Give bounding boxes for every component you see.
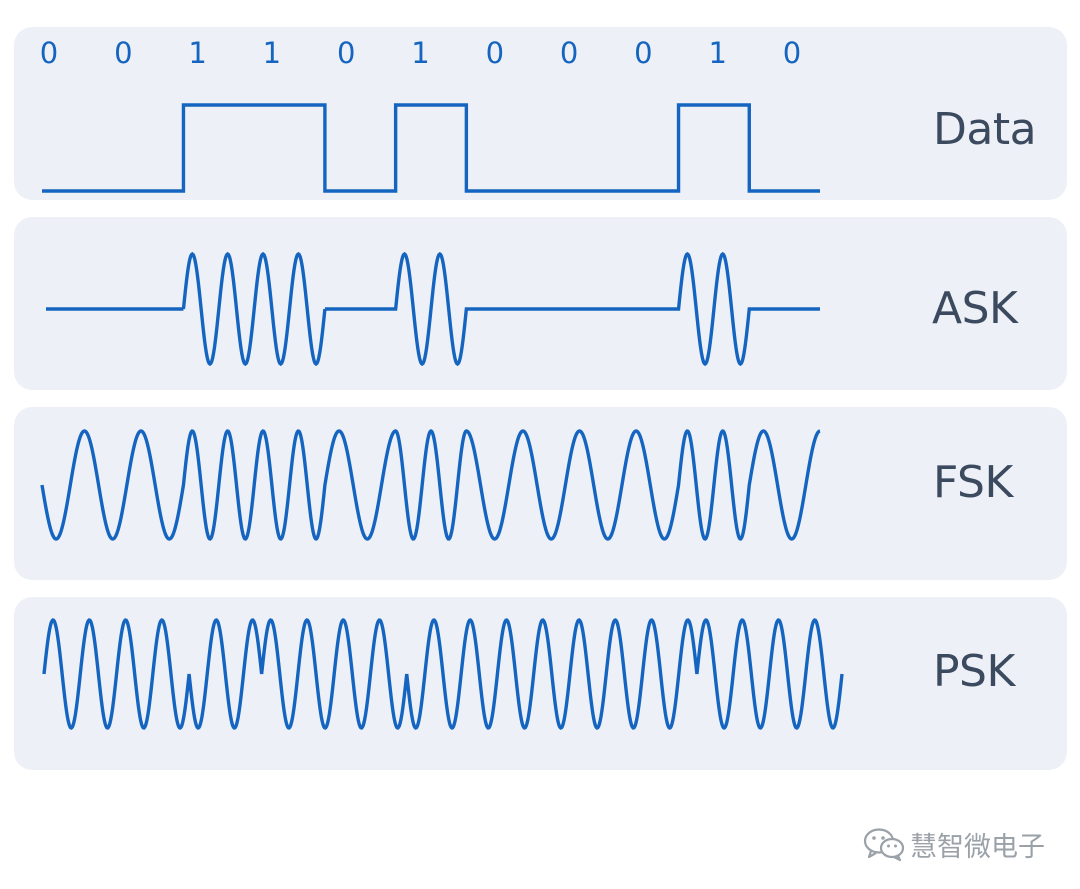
data-waveform — [42, 103, 820, 193]
fsk-label: FSK — [933, 457, 1013, 508]
psk-waveform — [42, 618, 844, 730]
bit-label: 0 — [559, 36, 579, 70]
watermark-text: 慧智微电子 — [910, 831, 1045, 863]
ask-waveform — [46, 251, 820, 367]
bit-label: 0 — [782, 36, 802, 70]
psk-label: PSK — [933, 646, 1015, 697]
fsk-waveform — [40, 428, 821, 541]
bit-label: 0 — [114, 36, 133, 70]
bit-label: 0 — [634, 36, 653, 70]
data-row-panel — [14, 27, 1067, 200]
bit-label: 0 — [39, 36, 59, 70]
bit-label: 1 — [411, 36, 430, 70]
bit-label: 0 — [485, 36, 505, 70]
ask-row-panel — [14, 217, 1067, 390]
wechat-icon — [863, 828, 905, 862]
bit-label: 0 — [336, 36, 356, 70]
bit-label: 1 — [708, 36, 727, 70]
watermark: 慧智微电子 — [862, 824, 1045, 864]
ask-label: ASK — [932, 283, 1018, 334]
data-label: Data — [933, 104, 1037, 155]
bit-label: 1 — [262, 36, 282, 70]
bit-label: 1 — [188, 36, 207, 70]
